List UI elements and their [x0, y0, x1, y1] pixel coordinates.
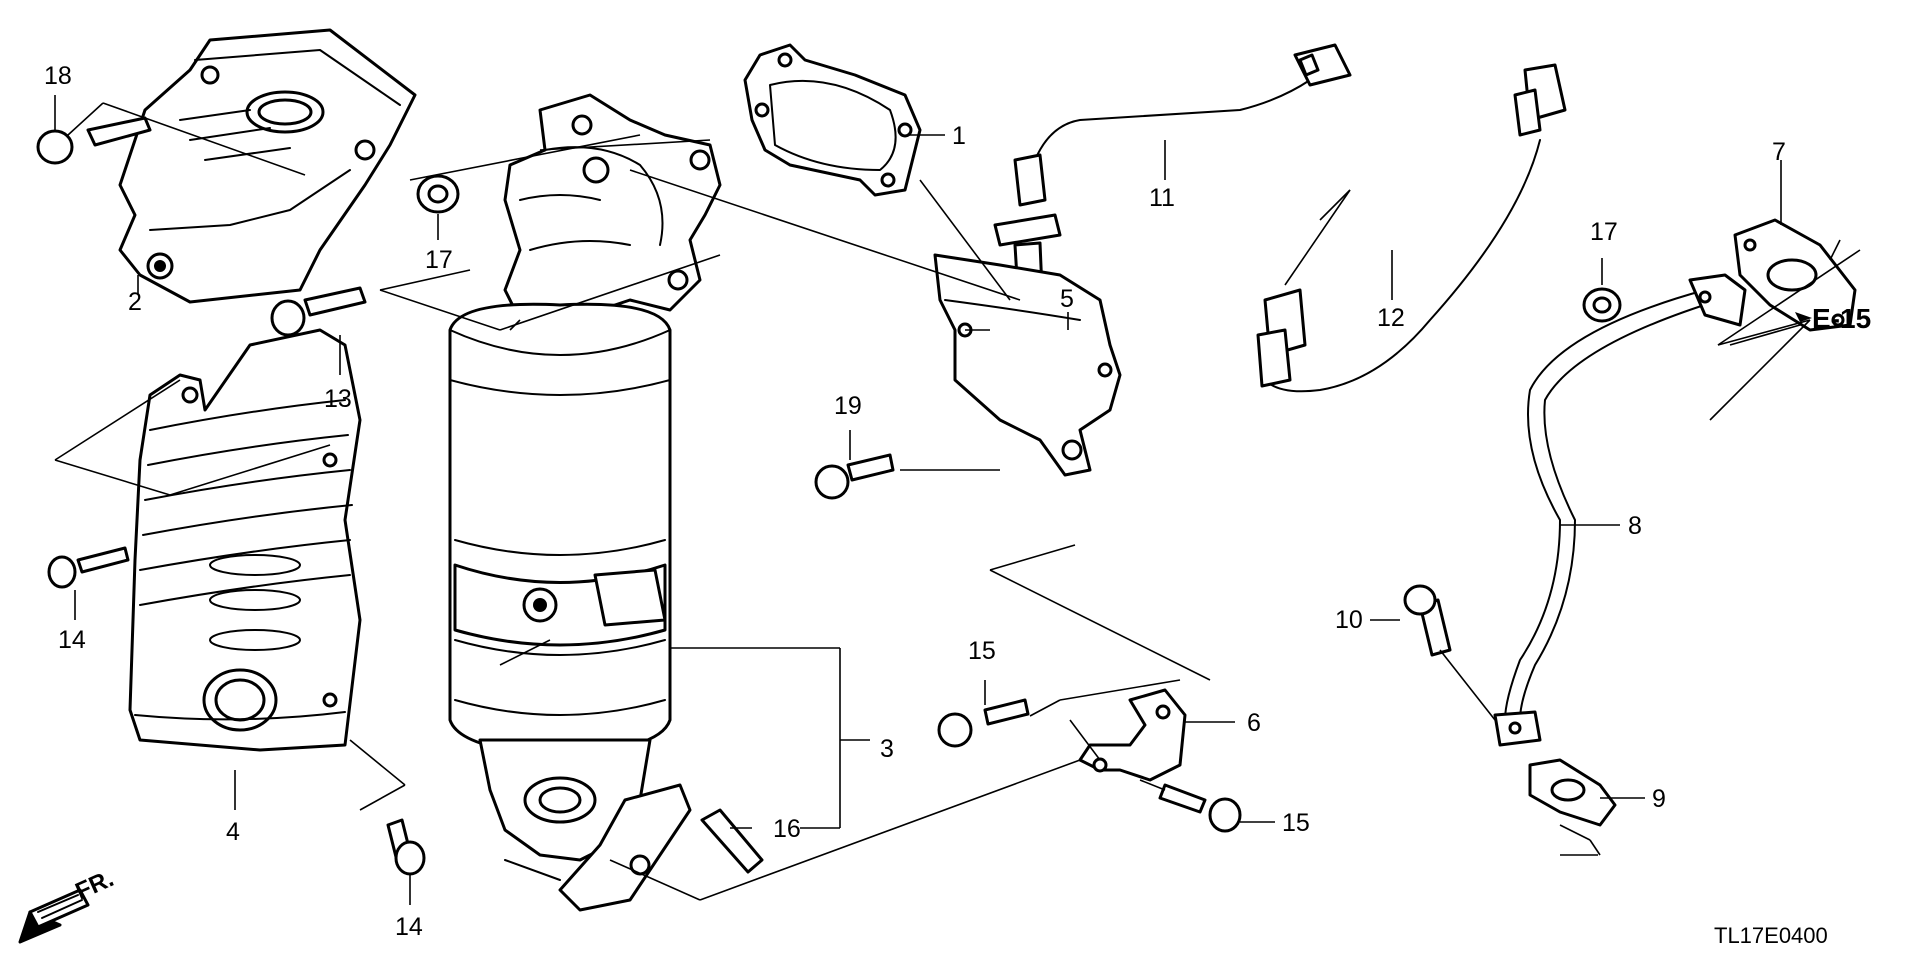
callout-18: 18	[44, 62, 72, 90]
bolt-14-upper	[47, 546, 130, 589]
egr-gasket-upper	[1733, 218, 1857, 332]
lower-heat-shield	[128, 328, 362, 752]
callout-8: 8	[1628, 512, 1642, 540]
manifold-gasket	[743, 43, 922, 197]
leader-lines	[54, 102, 1841, 901]
callout-10: 10	[1335, 606, 1363, 634]
front-arrow-icon	[18, 888, 90, 944]
callout-1: 1	[952, 122, 966, 150]
callout-2: 2	[128, 288, 142, 316]
callout-19: 19	[834, 392, 862, 420]
bolt-14-lower	[386, 818, 426, 876]
callout-11: 11	[1149, 184, 1175, 212]
nut-17-left	[416, 174, 460, 214]
diagram-code: TL17E0400	[1714, 923, 1828, 948]
catalytic-converter	[448, 93, 722, 912]
callout-15-lower: 15	[1282, 809, 1310, 837]
egr-gasket-lower	[1528, 758, 1617, 827]
callout-4: 4	[226, 818, 240, 846]
egr-pipe	[1493, 273, 1747, 747]
callout-9: 9	[1652, 785, 1666, 813]
callout-15-upper: 15	[968, 637, 996, 665]
upper-heat-shield	[118, 28, 417, 304]
callout-14-upper: 14	[58, 626, 86, 654]
bolt-10	[1403, 584, 1452, 657]
callout-leaders	[54, 95, 1782, 905]
primary-oxygen-sensor	[993, 43, 1352, 297]
bolt-19	[814, 453, 895, 500]
callout-16: 16	[773, 815, 801, 843]
bolt-15-lower	[1158, 783, 1242, 833]
callout-labels: 1 2 3 4 5 6 7 8 9 10 11 12 13 14 14 15 1…	[44, 62, 1786, 941]
callout-17-right: 17	[1590, 218, 1618, 246]
callout-14-lower: 14	[395, 913, 423, 941]
callout-13: 13	[324, 385, 352, 413]
callout-12: 12	[1377, 304, 1405, 332]
callout-6: 6	[1247, 709, 1261, 737]
bolt-18	[36, 116, 152, 165]
stud-16	[700, 808, 764, 874]
callout-7: 7	[1772, 138, 1786, 166]
callout-5: 5	[1060, 285, 1074, 313]
callout-3: 3	[880, 735, 894, 763]
lower-bracket	[1078, 688, 1187, 782]
reference-arrow	[1717, 249, 1861, 346]
nut-17-right	[1582, 287, 1622, 323]
upper-bracket	[933, 253, 1122, 477]
secondary-oxygen-sensor	[1256, 63, 1567, 393]
bolt-15-upper	[937, 698, 1030, 748]
reference-label: E-15	[1812, 303, 1871, 334]
callout-17-left: 17	[425, 246, 453, 274]
bolt-13	[270, 286, 367, 337]
